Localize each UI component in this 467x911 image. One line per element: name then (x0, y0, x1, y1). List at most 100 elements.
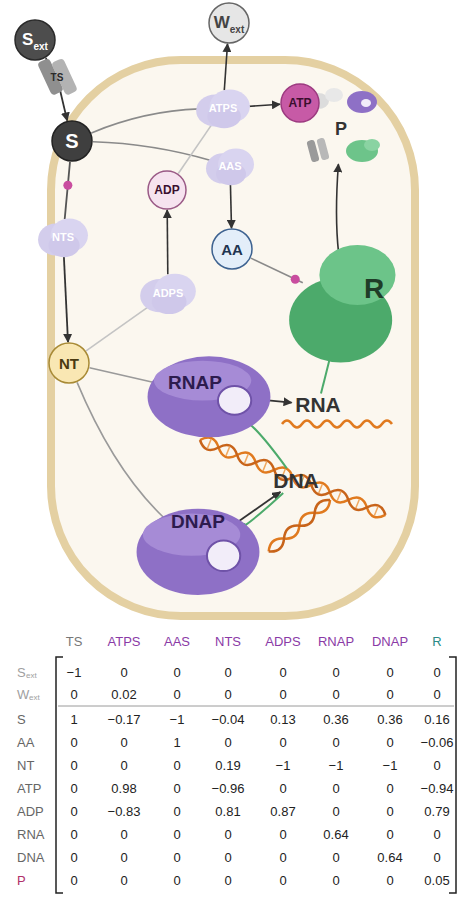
row-label: AA (17, 736, 34, 749)
flow-connector (251, 258, 303, 283)
column-header: TS (66, 635, 83, 648)
matrix-entry: 0 (173, 666, 180, 679)
row-label-subscript: ext (26, 672, 37, 680)
matrix-entry: 0 (120, 874, 127, 887)
matrix-entry: −1 (67, 666, 82, 679)
polymerase: RNAP (145, 350, 273, 440)
row-label: ADP (17, 805, 44, 818)
matrix-entry: 0.13 (270, 713, 295, 726)
node-text-row: Sext (14, 19, 56, 61)
matrix-entry: 0 (332, 805, 339, 818)
node-text-row: S (51, 120, 93, 162)
node-text-row: TS (36, 56, 78, 98)
matrix-entry: −0.96 (212, 782, 245, 795)
column-header: AAS (164, 635, 190, 648)
row-label: ATP (17, 782, 41, 795)
enzyme-blob: NTS (37, 216, 89, 258)
matrix-entry: 0 (386, 782, 393, 795)
matrix-entry: 0 (386, 736, 393, 749)
flow-connector (86, 306, 150, 351)
matrix-entry: 0.02 (111, 688, 136, 701)
matrix-entry: 0 (70, 782, 77, 795)
matrix-entry: 0.87 (270, 805, 295, 818)
node-label: S (65, 130, 78, 153)
matrix-entry: 0 (70, 688, 77, 701)
matrix-entry: 0.64 (323, 828, 348, 841)
rna-label: RNA (288, 392, 348, 418)
matrix-entry: 0 (332, 688, 339, 701)
matrix-entry: 0 (332, 666, 339, 679)
dna-strand (266, 496, 334, 555)
polymerase-body (137, 509, 260, 595)
flow-connector (64, 255, 68, 342)
matrix-entry: 0 (173, 759, 180, 772)
protein-shape (364, 139, 380, 151)
matrix-entry: 0 (332, 736, 339, 749)
matrix-entry: −0.94 (421, 782, 454, 795)
matrix-entry: 0 (386, 688, 393, 701)
matrix-entry: 0 (70, 828, 77, 841)
circle-outline (15, 20, 55, 60)
flow-connector (336, 164, 338, 253)
matrix-entry: 0 (224, 688, 231, 701)
matrix-entry: 0 (279, 874, 286, 887)
node-label: DNA (273, 469, 319, 493)
transporter-half (51, 58, 78, 96)
enzyme-blob: ADPS (139, 271, 197, 315)
node-text-row: NTS (37, 216, 89, 258)
node-text-row: AA (211, 228, 253, 270)
flow-connector (93, 142, 210, 161)
node-text-row: ATPS (195, 87, 251, 129)
flow-connector (91, 109, 199, 133)
matrix-entry: 0 (386, 874, 393, 887)
matrix-entry: 0 (433, 666, 440, 679)
matrix-entry: 0 (70, 874, 77, 887)
protein-shape (361, 99, 371, 107)
matrix-entry: 0 (433, 851, 440, 864)
flow-connector (166, 210, 168, 274)
matrix-entry: 0 (279, 736, 286, 749)
row-label: P (17, 874, 26, 887)
matrix-entry: 0 (173, 828, 180, 841)
node-label: W (214, 13, 230, 33)
node-text-row: DNA (266, 466, 326, 496)
polymerase-hole (207, 540, 240, 571)
flow-connector (238, 492, 281, 522)
matrix-entry: 0.36 (323, 713, 348, 726)
rna-strand (282, 421, 392, 428)
matrix-bracket (56, 657, 63, 893)
matrix-entry: −1 (276, 759, 291, 772)
matrix-entry: 0 (224, 828, 231, 841)
dna-strand (198, 434, 388, 520)
matrix-entry: 0 (332, 782, 339, 795)
matrix-entry: −0.04 (212, 713, 245, 726)
metabolite-circle: AA (211, 228, 253, 270)
circle-outline (209, 3, 249, 43)
circle-outline (281, 84, 319, 122)
flow-connector (243, 493, 284, 527)
node-label: ADPS (153, 287, 184, 299)
matrix-entry: 0 (332, 874, 339, 887)
protein-shape (316, 137, 329, 160)
matrix-entry: −0.17 (108, 713, 141, 726)
polymerase-hole (218, 386, 251, 415)
metabolite-circle: ATP (280, 83, 320, 123)
node-text-row: AAS (205, 146, 255, 186)
matrix-entry: 0 (173, 851, 180, 864)
subscript: ext (230, 24, 244, 35)
protein-shape (347, 91, 377, 113)
dna-rungs (207, 439, 378, 516)
matrix-entry: 0 (173, 805, 180, 818)
row-label: S (17, 666, 26, 679)
matrix-entry: 1 (70, 713, 77, 726)
row-label: S (17, 713, 26, 726)
metabolite-circle: S (51, 120, 93, 162)
matrix-entry: 0.16 (424, 713, 449, 726)
regulation-dot (63, 181, 72, 190)
node-text-row: Wext (208, 2, 250, 44)
flow-connector (247, 422, 286, 468)
matrix-entry: 0.64 (377, 851, 402, 864)
matrix-entry: −1 (170, 713, 185, 726)
polymerase-outline (145, 350, 273, 440)
